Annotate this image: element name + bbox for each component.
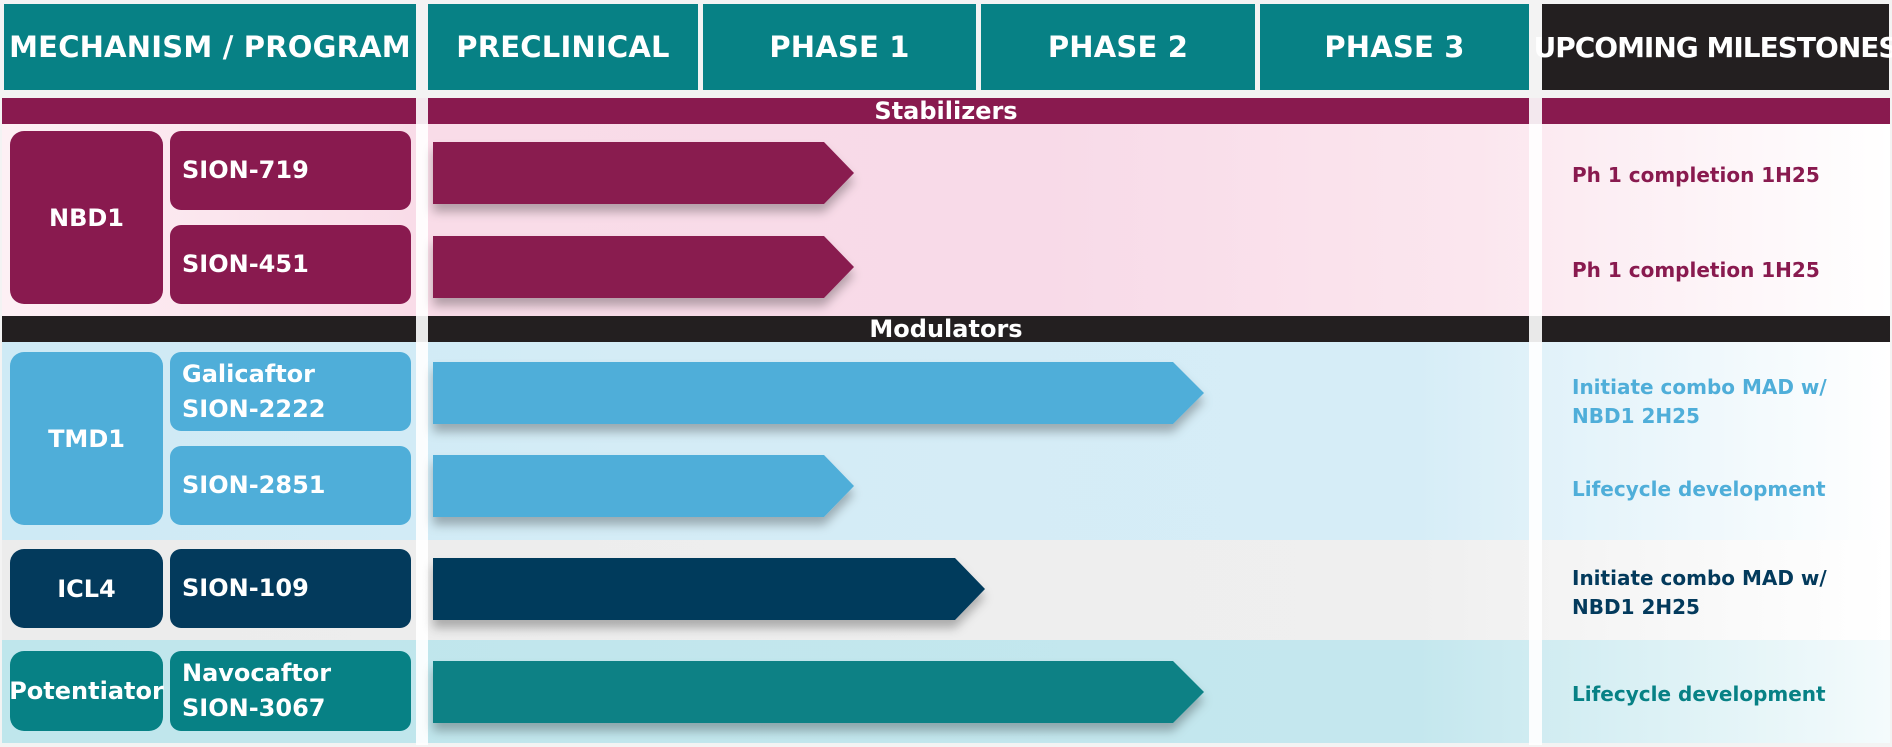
header-phase-1: PHASE 1: [703, 4, 976, 90]
milestone-text: Initiate combo MAD w/: [1572, 566, 1827, 590]
program-code: SION-3067: [182, 694, 326, 722]
milestone-sion-2851: Lifecycle development: [1572, 459, 1872, 519]
progress-arrow-sion-719: [433, 142, 854, 204]
mechanism-tmd1: TMD1: [10, 352, 163, 525]
milestone-text: Ph 1 completion 1H25: [1572, 257, 1820, 282]
program-sion-451: SION-451: [170, 225, 411, 304]
header-preclinical: PRECLINICAL: [428, 4, 698, 90]
program-sion-719: SION-719: [170, 131, 411, 210]
milestone-text: Initiate combo MAD w/: [1572, 375, 1827, 399]
mechanism-nbd1: NBD1: [10, 131, 163, 304]
program-code: SION-2222: [182, 394, 326, 423]
program-galicaftor: Galicaftor SION-2222: [170, 352, 411, 431]
column-separator: [416, 98, 428, 745]
progress-arrow-sion-451: [433, 236, 854, 298]
mechanism-potentiator: Potentiator: [9, 651, 164, 731]
header-phase-2: PHASE 2: [981, 4, 1255, 90]
milestone-navocaftor: Lifecycle development: [1572, 664, 1872, 724]
progress-arrow-galicaftor: [433, 362, 1204, 424]
milestone-galicaftor: Initiate combo MAD w/ NBD1 2H25: [1572, 372, 1882, 432]
header-upcoming-milestones: UPCOMING MILESTONES: [1533, 4, 1892, 90]
section-band-modulators: Modulators: [2, 315, 1890, 343]
header-phase-3: PHASE 3: [1260, 4, 1529, 90]
milestone-text-2: NBD1 2H25: [1572, 404, 1700, 428]
column-separator: [1529, 98, 1542, 745]
progress-arrow-sion-2851: [433, 455, 854, 517]
program-name: SION-451: [182, 250, 309, 278]
program-sion-2851: SION-2851: [170, 446, 411, 525]
mechanism-icl4: ICL4: [10, 549, 163, 628]
program-name: SION-109: [182, 574, 309, 602]
program-sion-109: SION-109: [170, 549, 411, 628]
milestone-text-2: NBD1 2H25: [1572, 595, 1700, 619]
section-band-stabilizers: Stabilizers: [2, 97, 1890, 125]
milestone-sion-109: Initiate combo MAD w/ NBD1 2H25: [1572, 563, 1882, 623]
program-name: Galicaftor: [182, 359, 316, 388]
header-mechanism: MECHANISM / PROGRAM: [4, 4, 416, 90]
progress-arrow-sion-109: [433, 558, 985, 620]
milestone-text: Lifecycle development: [1572, 681, 1826, 706]
milestone-text: Ph 1 completion 1H25: [1572, 162, 1820, 187]
milestone-sion-451: Ph 1 completion 1H25: [1572, 240, 1872, 300]
program-name: SION-2851: [182, 471, 326, 499]
progress-arrow-navocaftor: [433, 661, 1204, 723]
milestone-sion-719: Ph 1 completion 1H25: [1572, 145, 1872, 205]
program-name: Navocaftor: [182, 659, 332, 687]
program-name: SION-719: [182, 156, 309, 184]
program-navocaftor: Navocaftor SION-3067: [170, 651, 411, 731]
milestone-text: Lifecycle development: [1572, 476, 1826, 501]
